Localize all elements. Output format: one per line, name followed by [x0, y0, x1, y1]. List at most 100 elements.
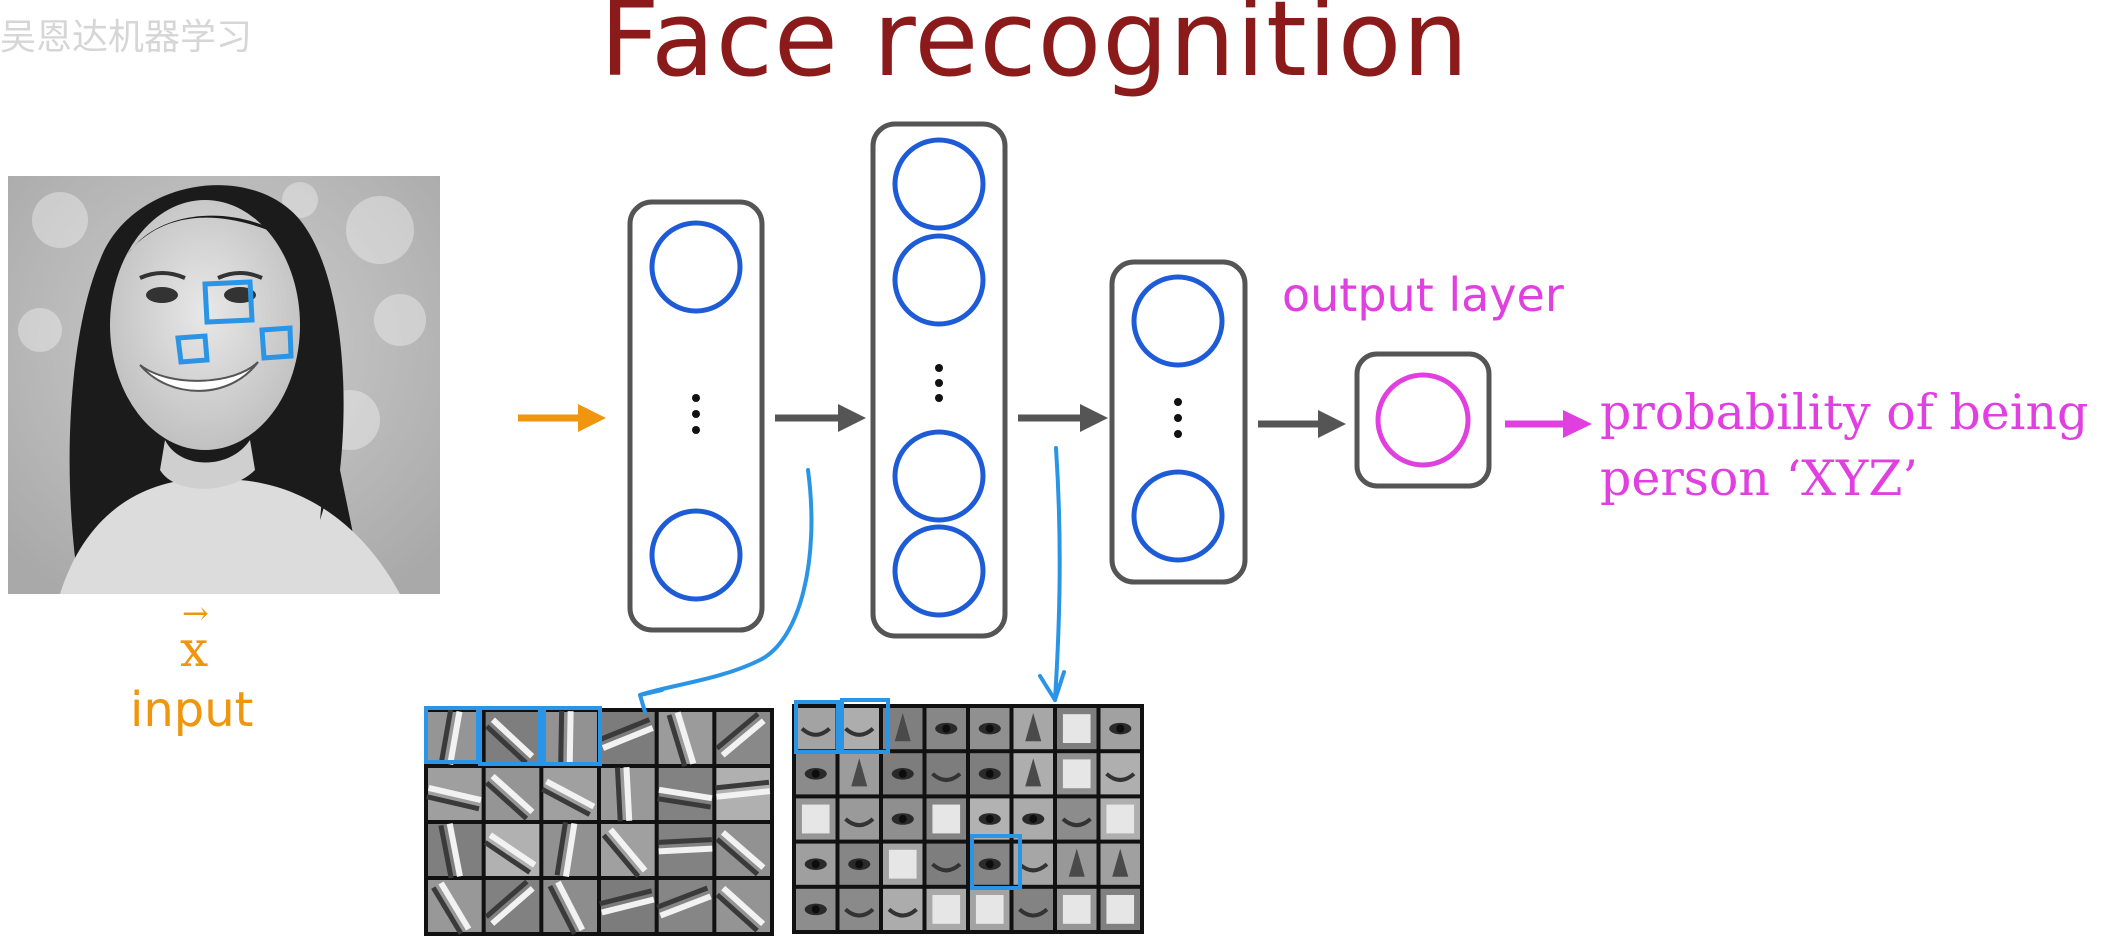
face-part-tile — [1100, 753, 1140, 795]
face-part-tile — [970, 753, 1010, 795]
feature-highlight-box — [478, 706, 542, 766]
face-part-tile — [796, 753, 836, 795]
watermark: 吴恩达机器学习 — [0, 17, 253, 58]
output-description-line2: person ‘XYZ’ — [1600, 450, 1918, 507]
edge-feature-tile — [543, 821, 597, 877]
hidden-layer-3 — [1109, 259, 1248, 585]
neuron — [892, 524, 986, 618]
layer-arrow — [775, 404, 866, 432]
face-part-tile — [883, 753, 923, 795]
output-description: probability of being person ‘XYZ’ — [1600, 380, 2100, 512]
edge-feature-tile — [715, 768, 771, 820]
face-annotation-box — [175, 333, 210, 365]
neuron — [892, 137, 986, 231]
vector-arrow: → — [182, 594, 209, 632]
edge-feature-tile — [715, 711, 770, 764]
edge-feature-tile — [428, 823, 482, 879]
edge-feature-tile — [599, 880, 655, 932]
input-vector-label: → x — [180, 594, 209, 678]
face-part-tile — [1057, 753, 1097, 795]
ellipsis-dots — [935, 364, 943, 402]
edge-feature-tile — [426, 768, 482, 820]
face-part-tile — [796, 708, 836, 750]
face-part-tile — [1057, 798, 1097, 840]
edge-feature-tile — [543, 880, 597, 936]
neuron — [1131, 469, 1225, 563]
face-part-tile — [883, 843, 923, 885]
input-label: input — [130, 682, 254, 738]
edge-feature-tile — [598, 712, 655, 764]
face-part-tile — [970, 888, 1010, 930]
edge-feature-tile — [656, 880, 713, 932]
feature-panel-layer2 — [792, 704, 1144, 934]
layer-arrow — [1258, 410, 1346, 438]
layer-arrow — [1018, 404, 1108, 432]
edge-feature-tile — [658, 711, 713, 768]
hidden-layer-1 — [627, 199, 765, 633]
edge-feature-tile — [485, 712, 540, 765]
edge-feature-tile — [601, 824, 655, 878]
face-part-tile — [926, 798, 966, 840]
output-description-line1: probability of being — [1600, 384, 2089, 441]
input-arrow — [518, 404, 606, 432]
face-part-tile — [1100, 843, 1140, 885]
hidden-layer-2 — [870, 121, 1008, 639]
edge-feature-tile — [715, 880, 770, 933]
ellipsis-dots — [1174, 398, 1182, 438]
face-part-tile — [1100, 708, 1140, 750]
face-part-tile — [839, 708, 879, 750]
face-part-tile — [883, 888, 923, 930]
face-photo — [8, 176, 440, 594]
face-part-tile — [1057, 708, 1097, 750]
face-annotation-box — [202, 279, 255, 325]
edge-feature-tile — [541, 768, 597, 820]
feature-highlight-box — [840, 698, 890, 754]
face-part-tile — [796, 843, 836, 885]
output-layer-label: output layer — [1282, 268, 1564, 322]
neuron — [892, 233, 986, 327]
face-part-tile — [970, 708, 1010, 750]
neuron — [649, 220, 743, 314]
face-part-tile — [970, 798, 1010, 840]
edge-feature-tile — [657, 768, 713, 820]
feature-highlight-box — [794, 700, 840, 754]
edge-feature-tile — [543, 710, 597, 765]
edge-feature-tile — [483, 824, 540, 876]
face-part-tile — [1057, 843, 1097, 885]
face-part-tile — [796, 888, 836, 930]
face-annotation-box — [259, 325, 294, 361]
feature-highlight-box — [970, 834, 1022, 890]
face-part-tile — [839, 888, 879, 930]
output-arrow — [1505, 410, 1592, 438]
ellipsis-dots — [692, 394, 700, 434]
output-layer-box — [1354, 351, 1492, 489]
face-part-tile — [926, 843, 966, 885]
face-part-tile — [1013, 798, 1053, 840]
neuron — [892, 429, 986, 523]
face-part-tile — [839, 798, 879, 840]
neuron — [649, 508, 743, 602]
edge-feature-tile — [658, 824, 713, 876]
edge-feature-tile — [484, 768, 540, 821]
face-part-tile — [839, 753, 879, 795]
face-part-tile — [1100, 888, 1140, 930]
face-part-tile — [926, 708, 966, 750]
edge-feature-tile — [484, 879, 540, 932]
edge-feature-tile — [428, 880, 482, 935]
face-part-tile — [1013, 708, 1053, 750]
feature-panel-layer1 — [424, 708, 774, 936]
page-title: Face recognition — [599, 0, 1470, 100]
edge-feature-tile — [428, 709, 482, 765]
face-part-tile — [926, 753, 966, 795]
annotation-arrow — [1038, 446, 1066, 702]
face-part-tile — [1057, 888, 1097, 930]
face-part-tile — [1100, 798, 1140, 840]
annotation-arrow — [638, 468, 814, 714]
face-part-tile — [970, 843, 1010, 885]
face-part-tile — [1013, 753, 1053, 795]
face-part-tile — [1013, 888, 1053, 930]
face-part-tile — [839, 843, 879, 885]
edge-feature-tile — [715, 824, 770, 877]
output-neuron — [1375, 372, 1471, 468]
